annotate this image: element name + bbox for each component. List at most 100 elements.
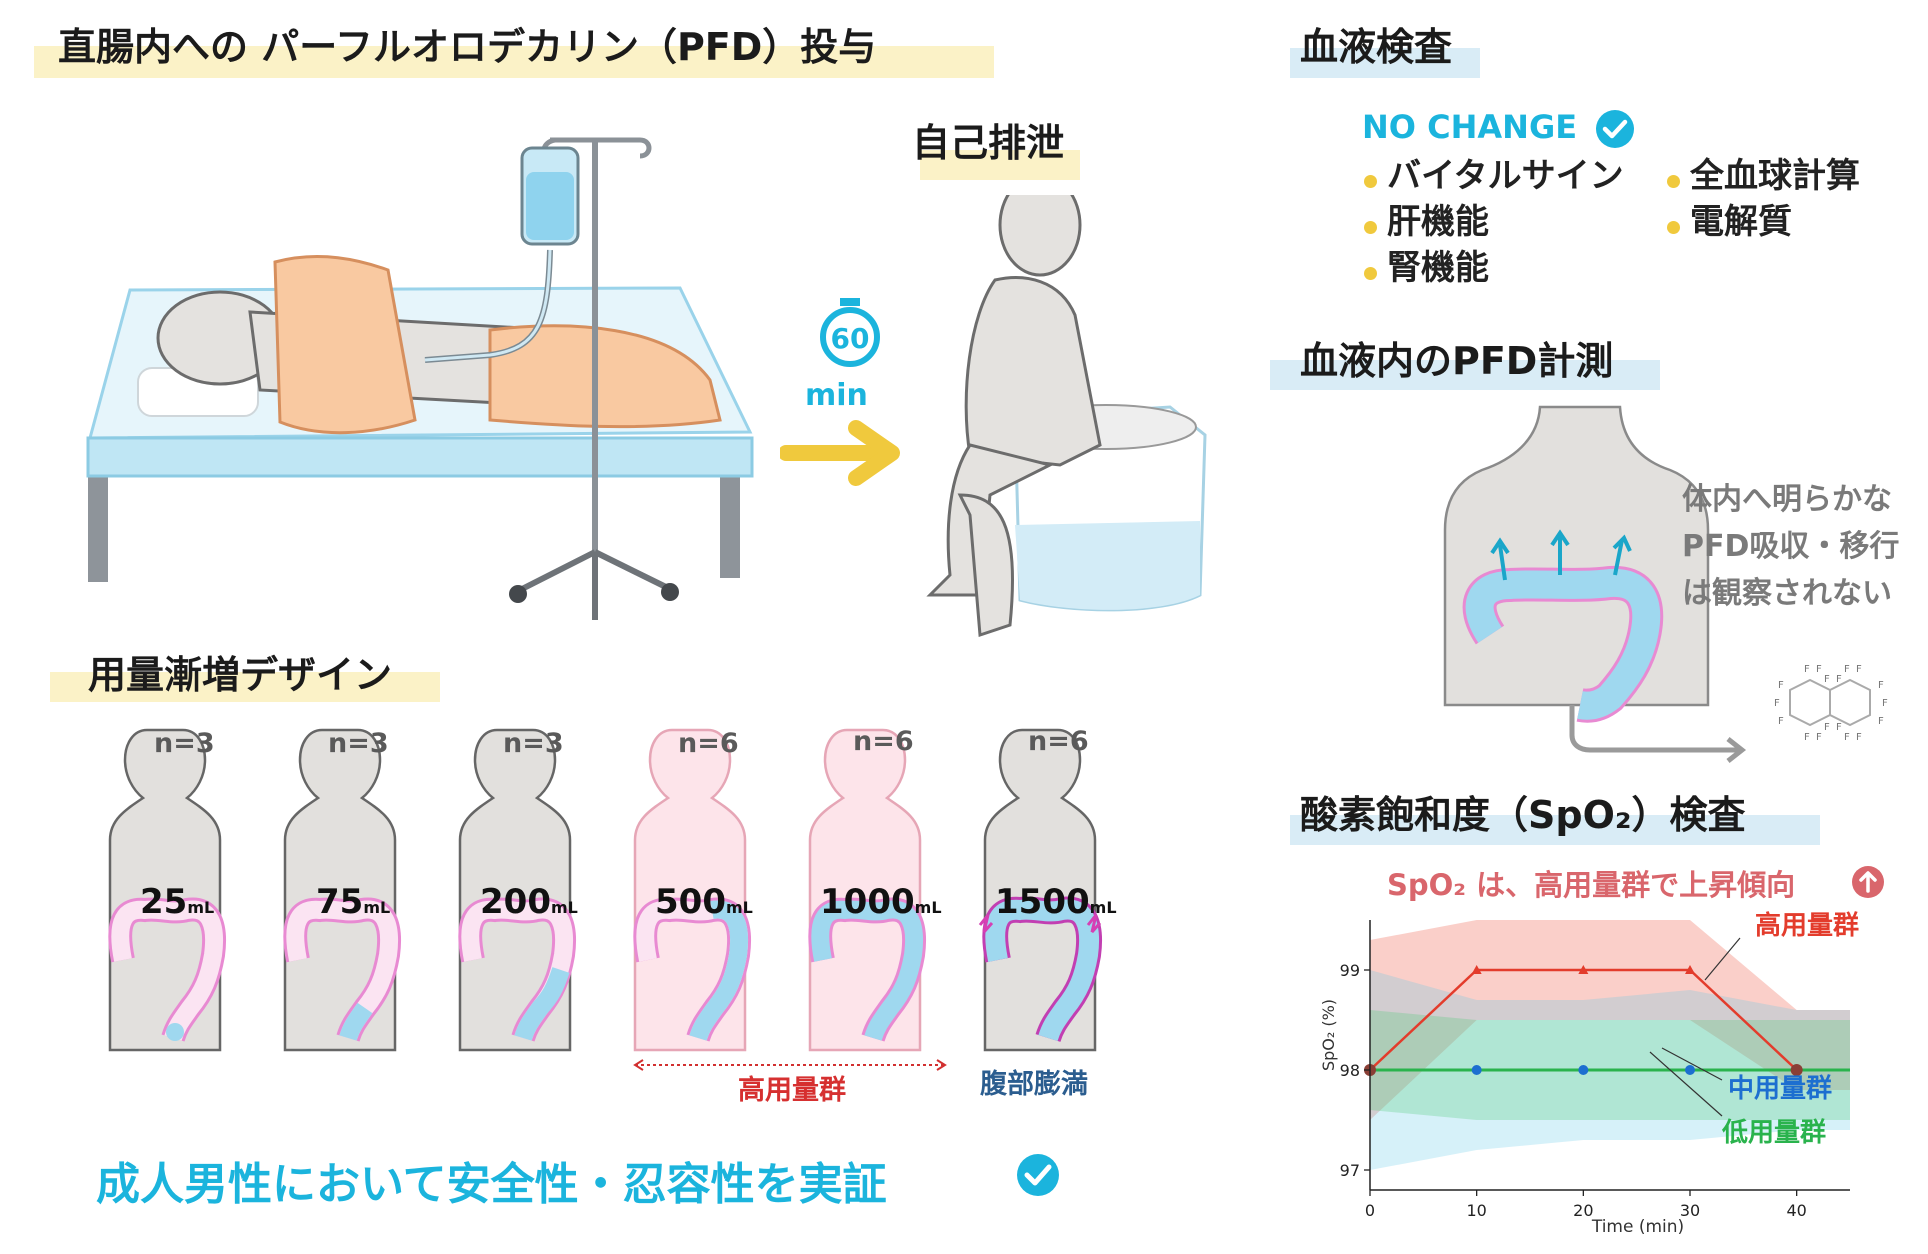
heading-underline [34, 46, 994, 78]
bullet-icon [1364, 267, 1377, 280]
heading-spo2: 酸素飽和度（SpO₂）検査 [1300, 793, 1746, 837]
arrow-right-icon [1569, 705, 1740, 753]
fluorine-atom: F [1804, 664, 1810, 675]
dose-5-n: n=6 [853, 726, 914, 757]
bullet-icon [1667, 175, 1680, 188]
heading-dose-design: 用量漸増デザイン [88, 653, 393, 697]
blood-item: 肝機能 [1364, 194, 1489, 243]
y-axis-label: SpO₂ (%) [1319, 999, 1338, 1071]
dose-2-n: n=3 [328, 728, 389, 759]
iv-liquid [526, 172, 574, 240]
dose-1-n: n=3 [154, 728, 215, 759]
x-tick-label: 0 [1365, 1201, 1375, 1220]
heading-administration: 直腸内への パーフルオロデカリン（PFD）投与 [58, 25, 877, 69]
bed-scene [86, 137, 754, 620]
marker-medium-2 [1578, 1065, 1589, 1075]
blood-item: 全血球計算 [1667, 148, 1860, 197]
timer-value: 60 [831, 322, 870, 355]
figure-dose-3 [460, 728, 570, 1052]
marker-medium-4 [1790, 1064, 1803, 1076]
rectal-tube-inner [424, 249, 552, 362]
bullet-icon [1364, 175, 1377, 188]
arrow-up-icon [1613, 539, 1624, 576]
conclusion-text: 成人男性において安全性・忍容性を実証 [96, 1159, 887, 1210]
iv-base-leg [593, 549, 670, 591]
heading-underline [50, 672, 440, 702]
check-circle-icon [1017, 1154, 1059, 1196]
person-head [998, 195, 1082, 277]
blood-item: バイタルサイン [1364, 148, 1624, 197]
fluorine-atom: F [1844, 732, 1850, 743]
heading-underline [920, 150, 1080, 180]
toilet-scene [926, 195, 1207, 638]
dose-1-volume: 25mL [140, 882, 215, 922]
heading-blood-test: 血液検査 [1300, 25, 1453, 69]
figure-dose-4 [635, 728, 745, 1052]
fluorine-atom: F [1882, 698, 1888, 709]
marker-high-2 [1578, 965, 1589, 974]
x-axis-label: Time (min) [1591, 1217, 1684, 1237]
dose-2-volume: 75mL [316, 882, 391, 922]
heading-excretion: 自己排泄 [912, 121, 1065, 165]
arrow-right-icon [780, 420, 900, 486]
iv-base-leg [518, 549, 597, 593]
x-tick-label: 30 [1680, 1201, 1700, 1220]
arrow-up-circle-icon [1852, 866, 1884, 898]
no-change-label: NO CHANGE [1362, 108, 1578, 146]
marker-high-1 [1471, 965, 1482, 974]
timer-unit: min [805, 378, 868, 413]
marker-medium-1 [1471, 1065, 1482, 1075]
heading-underline [1290, 48, 1480, 78]
legend-medium: 中用量群 [1728, 1074, 1833, 1104]
colon-fill [1465, 568, 1661, 720]
distension-mark [1086, 914, 1102, 933]
blanket-lower [488, 324, 722, 429]
distension-label: 腹部膨満 [980, 1069, 1088, 1100]
dose-6-n: n=6 [1028, 726, 1089, 757]
fluorine-atom: F [1836, 674, 1842, 685]
person-torso [964, 276, 1102, 467]
legend-high: 高用量群 [1755, 911, 1860, 941]
y-tick-label: 98 [1340, 1061, 1360, 1080]
bullet-icon [1667, 221, 1680, 234]
person-leg [957, 493, 1014, 638]
high-group-label: 高用量群 [738, 1075, 846, 1106]
dose-4-volume: 500mL [655, 882, 753, 922]
legend-low: 低用量群 [1722, 1118, 1827, 1148]
fluorine-atom: F [1824, 722, 1830, 733]
fluorine-atom: F [1804, 732, 1810, 743]
fluorine-atom: F [1816, 732, 1822, 743]
person-legs [926, 443, 1055, 597]
pfd-note-line-2: PFD吸収・移行 [1682, 529, 1900, 564]
pfd-note-line-1: 体内へ明らかな [1682, 482, 1892, 517]
fluorine-atom: F [1878, 680, 1884, 691]
bed-leg [88, 460, 108, 582]
wheel [509, 585, 527, 603]
dose-6-volume: 1500mL [995, 882, 1117, 922]
fluorine-atom: F [1774, 698, 1780, 709]
fluorine-atom: F [1844, 664, 1850, 675]
distension-mark [978, 914, 994, 933]
heading-pfd-measure: 血液内のPFD計測 [1300, 339, 1614, 383]
y-tick-label: 99 [1340, 961, 1360, 980]
fluorine-atom: F [1836, 722, 1842, 733]
blood-item: 電解質 [1667, 194, 1792, 243]
arrow-up-icon [1498, 544, 1507, 581]
bed-leg [720, 460, 740, 578]
fluorine-atom: F [1824, 674, 1830, 685]
bed-frame [86, 436, 754, 478]
figure-dose-2 [285, 728, 395, 1052]
blanket-upper [273, 255, 417, 435]
marker-medium-3 [1685, 1065, 1695, 1075]
fluorine-atom: F [1856, 732, 1862, 743]
band-2 [1370, 1010, 1850, 1120]
fluorine-atom: F [1778, 680, 1784, 691]
iv-hook [550, 137, 652, 159]
fluorine-atom: F [1878, 716, 1884, 727]
legend-leaders [1649, 937, 1741, 1117]
marker-high-3 [1685, 965, 1695, 974]
dose-3-n: n=3 [503, 728, 564, 759]
dose-figures [95, 728, 1135, 1071]
